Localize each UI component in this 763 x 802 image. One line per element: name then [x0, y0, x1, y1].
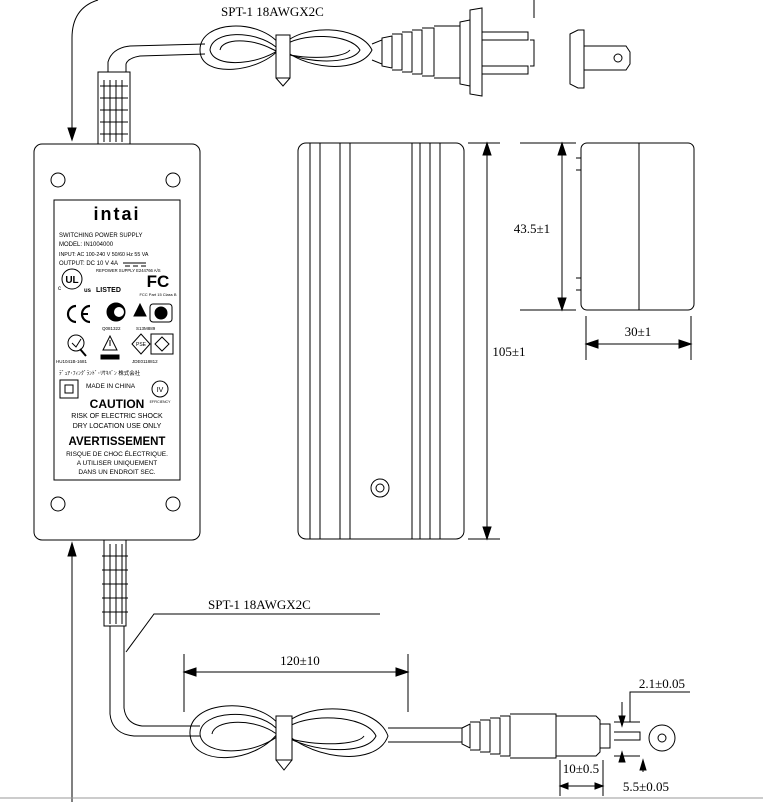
caution-line1: RISK OF ELECTRIC SHOCK [71, 413, 163, 420]
ac-plug-strain-relief [381, 7, 483, 97]
cert3: HU1041B-1681 [56, 359, 88, 364]
rating-label: intai SWITCHING POWER SUPPLY MODEL: IN10… [53, 199, 181, 481]
height-label: 43.5±1 [514, 221, 550, 236]
pin-diameter-dimension: 2.1±0.05 [614, 676, 690, 763]
dc-plug-end-view [614, 724, 676, 752]
dc-output-port-icon [370, 478, 390, 498]
cable-length-label: 120±10 [280, 653, 320, 668]
safety-mark-icon [133, 302, 173, 323]
barrel-diameter-label: 5.5±0.05 [623, 779, 669, 794]
c-tick-icon [67, 334, 87, 357]
ac-plug-side-view [569, 29, 631, 89]
screw-hole-icon [165, 496, 181, 512]
depth-dimension: 30±1 [584, 316, 693, 360]
height-dimension: 43.5±1 [514, 141, 576, 312]
depth-label: 30±1 [625, 324, 652, 339]
efficiency-note: EFFICIENCY [150, 400, 171, 404]
ce-mark-icon [66, 304, 91, 324]
top-cable-label: SPT-1 18AWGX2C [221, 4, 324, 19]
label-line2: MODEL: IN1004000 [59, 242, 114, 248]
adapter-front-view: intai SWITCHING POWER SUPPLY MODEL: IN10… [33, 143, 201, 541]
svg-text:UL: UL [65, 275, 78, 286]
adapter-side-view [297, 142, 465, 540]
top-strain-relief [97, 71, 131, 145]
bottom-cable-coil [189, 705, 389, 771]
screw-hole-icon [165, 172, 181, 188]
barrel-diameter-dimension: 5.5±0.05 [623, 758, 669, 794]
listed-text: LISTED [96, 287, 121, 294]
warning-triangle-icon [102, 334, 118, 351]
bottom-cable-label: SPT-1 18AWGX2C [208, 597, 311, 612]
japanese-line: ﾃﾞｭｱ･ﾌｨﾝｸﾞﾗﾝﾄﾞ･ﾘｻｷﾊﾞﾝ 株式会社 [59, 369, 141, 377]
bottom-strain-relief [102, 540, 128, 627]
label-line1: SWITCHING POWER SUPPLY [59, 233, 143, 239]
cert1: Q081322 [102, 326, 121, 331]
svg-text:IV: IV [157, 387, 164, 394]
top-cable-coil [199, 25, 373, 87]
screw-hole-icon [50, 496, 66, 512]
avert-title: AVERTISSEMENT [69, 436, 166, 448]
svg-text:us: us [84, 288, 92, 294]
avert-line2: A UTILISER UNIQUEMENT [77, 460, 158, 467]
cert4: JDE0118812 [132, 359, 158, 364]
length-label: 105±1 [492, 344, 525, 359]
dc-cable-assembly [109, 613, 676, 771]
ul-note: REPOWER SUPPLY E244766 A/S [96, 268, 161, 273]
screw-hole-icon [50, 172, 66, 188]
svg-text:c: c [58, 286, 61, 292]
efficiency-mark-icon: IV [151, 380, 169, 398]
ccc-mark-icon [106, 302, 126, 322]
avert-line1: RISQUE DE CHOC ÉLECTRIQUE. [66, 449, 168, 458]
caution-title: CAUTION [90, 397, 145, 411]
adapter-end-view [576, 142, 695, 311]
label-line3: INPUT: AC 100-240 V 50/60 Hz 55 VA [59, 252, 149, 258]
length-dimension: 105±1 [468, 141, 526, 541]
svg-text:PSE: PSE [136, 342, 147, 348]
barrel-length-label: 10±0.5 [563, 761, 599, 776]
avert-line3: DANS UN ENDROIT SEC. [78, 469, 155, 476]
ac-plug-prongs [482, 31, 529, 75]
ul-listed-icon: UL c us [58, 268, 92, 294]
double-insulation-icon [59, 379, 79, 399]
pin-diameter-label: 2.1±0.05 [639, 676, 685, 691]
pse-mark-icon: PSE [131, 333, 174, 355]
cert2: S13M889 [136, 326, 156, 331]
label-line4: OUTPUT: DC 10 V 4A [59, 261, 118, 267]
made-in-text: MADE IN CHINA [86, 383, 136, 390]
dc-plug [461, 713, 611, 759]
cable-length-dimension: 120±10 [182, 653, 410, 712]
fcc-note: FCC Part 15 Class B [139, 292, 176, 297]
barrel-length-dimension: 10±0.5 [558, 760, 605, 796]
caution-line2: DRY LOCATION USE ONLY [73, 423, 162, 430]
brand-logo: intai [93, 204, 140, 224]
ac-cable-assembly [107, 0, 631, 97]
fcc-logo: FC [147, 272, 170, 291]
